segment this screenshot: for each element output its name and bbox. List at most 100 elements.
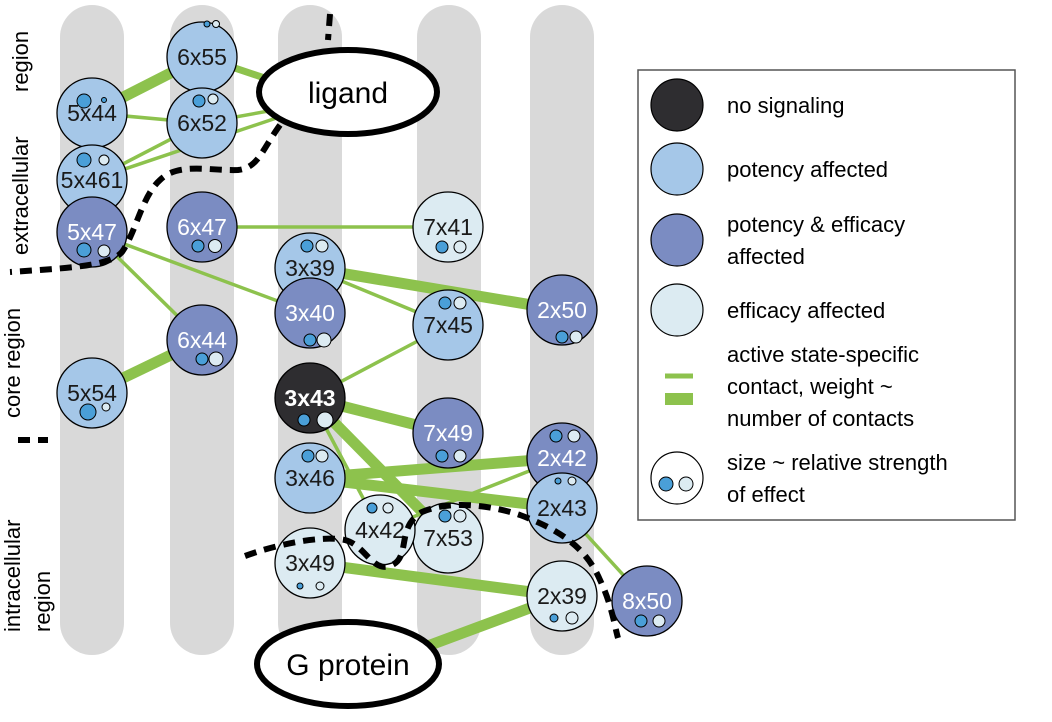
- node-6x47-dot-light: [208, 239, 222, 253]
- legend-size-label-line2: of effect: [727, 482, 805, 507]
- node-2x39-dot-light: [565, 611, 579, 625]
- node-2x50: 2x50: [526, 274, 598, 346]
- node-label-6x55: 6x55: [177, 44, 227, 70]
- legend: no signaling potency affected potency & …: [637, 69, 1016, 521]
- node-7x49-dot-dark: [435, 449, 449, 463]
- node-3x46: 3x46: [274, 442, 346, 514]
- node-6x44: 6x44: [166, 304, 238, 376]
- intracellular-region-label-line1: intracellular: [0, 520, 25, 633]
- node-3x40-dot-light: [316, 332, 332, 348]
- node-2x43-dot-light: [567, 476, 577, 486]
- node-3x39-dot-dark: [300, 239, 314, 253]
- node-label-2x43: 2x43: [537, 495, 587, 521]
- g-protein-label: G protein: [286, 649, 409, 682]
- node-7x41-dot-dark: [435, 240, 449, 254]
- legend-size-dot-dark: [658, 476, 674, 492]
- node-label-5x54: 5x54: [67, 380, 117, 406]
- node-4x42: 4x42: [344, 494, 416, 566]
- node-7x45: 7x45: [412, 289, 484, 361]
- node-7x53-dot-light: [453, 509, 467, 523]
- node-6x55-dot-light: [212, 20, 220, 28]
- node-circle-2x39: [526, 560, 598, 632]
- node-4x42-dot-dark: [366, 502, 378, 514]
- node-3x49-dot-dark: [296, 582, 304, 590]
- region-labels: extracellular region core region intrace…: [0, 31, 55, 632]
- node-2x43-dot-dark: [554, 477, 562, 485]
- node-8x50-dot-dark: [634, 614, 648, 628]
- node-7x41-dot-light: [453, 240, 467, 254]
- legend-no-signaling-swatch: [650, 78, 704, 132]
- node-3x46-dot-dark: [301, 449, 315, 463]
- node-2x50-dot-light: [569, 330, 583, 344]
- intracellular-region-label-line2: region: [30, 571, 55, 632]
- node-5x54-dot-light: [101, 402, 111, 412]
- node-circle-3x46: [274, 442, 346, 514]
- node-3x43-dot-light: [316, 411, 334, 429]
- node-5x54: 5x54: [56, 357, 128, 429]
- node-6x52-dot-dark: [192, 94, 206, 108]
- node-label-6x52: 6x52: [177, 110, 227, 136]
- node-7x49-dot-light: [453, 449, 467, 463]
- node-label-7x45: 7x45: [423, 312, 473, 338]
- node-5x54-dot-dark: [79, 403, 97, 421]
- node-2x42-dot-dark: [549, 429, 563, 443]
- legend-box: [637, 69, 1016, 521]
- node-label-7x49: 7x49: [423, 420, 473, 446]
- legend-potency-efficacy-label-line1: potency & efficacy: [727, 212, 905, 237]
- node-5x461: 5x461: [56, 144, 128, 216]
- node-label-2x42: 2x42: [537, 445, 587, 471]
- legend-contact-label-line1: active state-specific: [727, 342, 919, 367]
- node-6x44-dot-dark: [195, 352, 209, 366]
- node-3x39-dot-light: [315, 239, 329, 253]
- node-circle-3x40: [274, 277, 346, 349]
- node-5x44-dot-dark: [76, 93, 92, 109]
- intracellular-boundary: [243, 502, 621, 639]
- node-7x45-dot-dark: [438, 296, 452, 310]
- node-3x46-dot-light: [315, 449, 329, 463]
- node-label-3x40: 3x40: [285, 300, 335, 326]
- node-7x41: 7x41: [412, 191, 484, 263]
- contact-3x46-2x42: [309, 452, 563, 484]
- extracellular-region-label-line2: region: [8, 31, 33, 92]
- node-label-2x50: 2x50: [537, 297, 587, 323]
- node-2x50-dot-dark: [555, 330, 569, 344]
- node-label-2x39: 2x39: [537, 583, 587, 609]
- node-label-3x43: 3x43: [284, 385, 335, 411]
- ligand-oval: [256, 47, 440, 137]
- legend-contact-label-line2: contact, weight ~: [727, 374, 893, 399]
- legend-size-swatch: [650, 451, 704, 505]
- node-5x461-dot-dark: [76, 152, 92, 168]
- node-3x40-dot-dark: [303, 333, 317, 347]
- legend-potency-efficacy-swatch: [650, 213, 704, 267]
- node-3x49-dot-light: [315, 581, 325, 591]
- node-circle-7x45: [412, 289, 484, 361]
- ligand: ligand: [256, 47, 440, 137]
- node-label-4x42: 4x42: [355, 517, 405, 543]
- core-region-label: core region: [0, 308, 25, 418]
- ligand-label: ligand: [308, 77, 388, 110]
- node-label-3x49: 3x49: [285, 550, 335, 576]
- g-protein: G protein: [254, 619, 442, 709]
- node-5x44: 5x44: [56, 77, 128, 149]
- node-2x42-dot-light: [567, 429, 581, 443]
- node-label-5x44: 5x44: [67, 100, 117, 126]
- node-label-3x39: 3x39: [285, 255, 335, 281]
- node-6x47-dot-dark: [191, 239, 205, 253]
- node-4x42-dot-light: [382, 502, 394, 514]
- extracellular-boundary-lower: [9, 123, 283, 275]
- legend-efficacy-swatch: [650, 283, 704, 337]
- membrane-boundaries: [9, 13, 621, 639]
- contact-3x46-2x43: [309, 472, 563, 514]
- node-circle-5x54: [56, 357, 128, 429]
- node-label-6x44: 6x44: [177, 327, 227, 353]
- legend-efficacy-label: efficacy affected: [727, 298, 885, 323]
- extracellular-boundary: [325, 13, 333, 41]
- node-circle-2x50: [526, 274, 598, 346]
- node-5x44-dot-light: [101, 97, 107, 103]
- legend-potency-swatch: [650, 142, 704, 196]
- node-5x47: 5x47: [56, 196, 128, 268]
- node-5x47-dot-dark: [76, 242, 92, 258]
- node-label-8x50: 8x50: [622, 588, 672, 614]
- node-3x43-dot-dark: [297, 413, 311, 427]
